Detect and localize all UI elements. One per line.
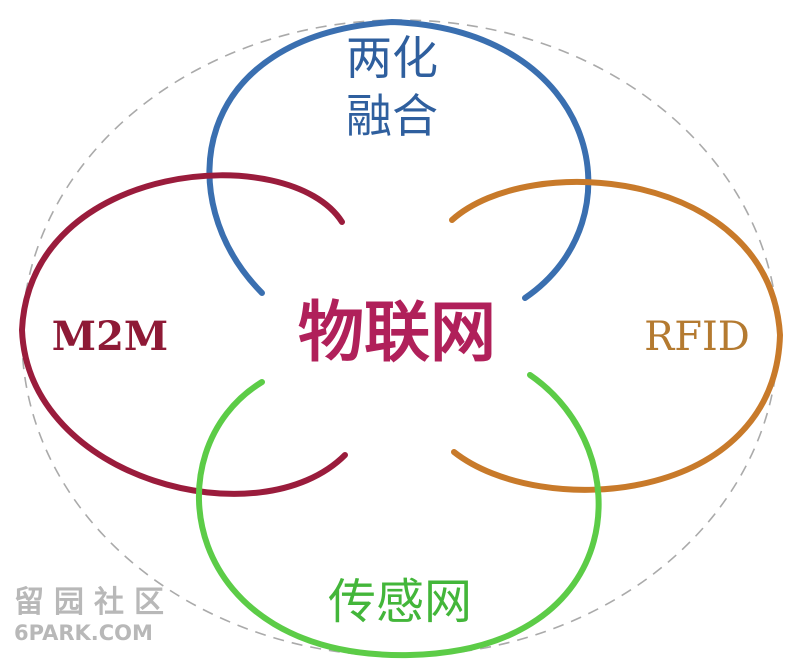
bottom-label: 传感网	[328, 574, 472, 630]
center-label: 物联网	[298, 293, 496, 371]
watermark-line1: 留园社区	[14, 585, 174, 620]
right-ring-orange	[449, 178, 784, 493]
top-label-line2: 融合	[346, 89, 438, 143]
left-label: M2M	[52, 313, 168, 360]
top-ring-blue	[206, 18, 592, 301]
watermark-line2: 6PARK.COM	[14, 621, 153, 645]
right-label: RFID	[644, 314, 750, 360]
bottom-ring-green	[195, 372, 602, 659]
top-label-line1: 两化	[346, 31, 438, 85]
left-ring-crimson	[18, 172, 348, 497]
